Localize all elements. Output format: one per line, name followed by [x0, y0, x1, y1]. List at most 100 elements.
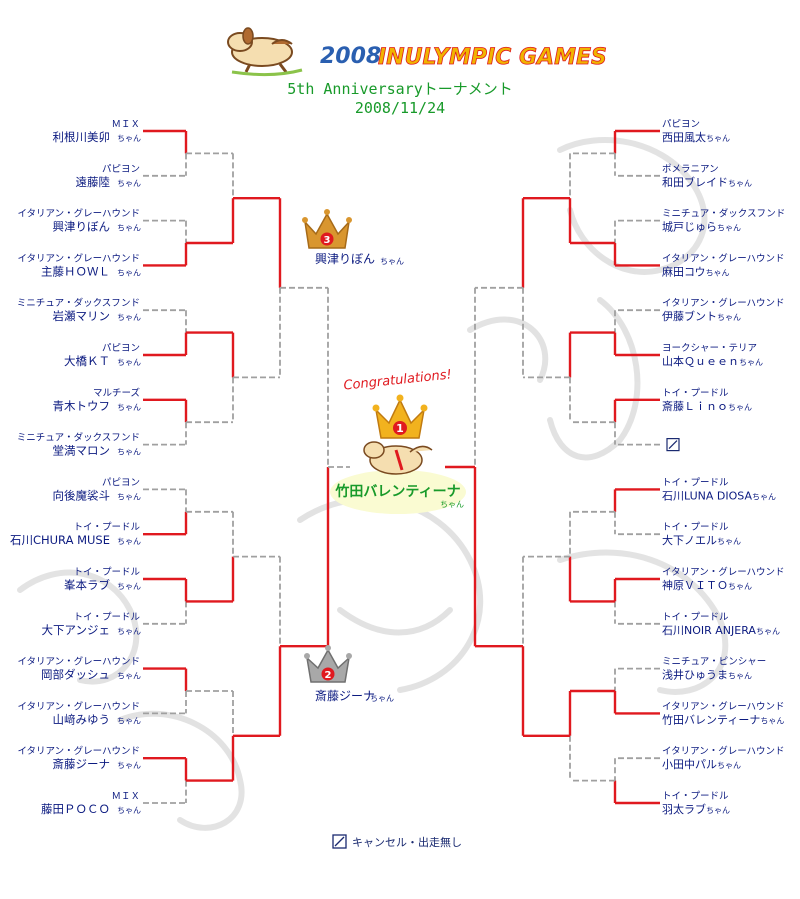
logo: 2008 INULYMPIC GAMES: [227, 27, 607, 77]
right-entrant-breed-7: トイ・プードル: [662, 388, 729, 399]
champion-dog-icon: [363, 441, 433, 475]
right-entrant-breed-12: トイ・プードル: [662, 612, 729, 623]
left-entrant-breed-14: イタリアン・グレーハウンド: [17, 700, 140, 712]
right-entrant-suffix-7: ちゃん: [728, 403, 752, 412]
right-entrant-breed-9: トイ・プードル: [662, 477, 729, 488]
left-entrant-name-16: 藤田ＰＯＣＯ: [41, 802, 110, 816]
left-entrant-suffix-1: ちゃん: [117, 134, 141, 143]
right-entrant-name-text-10: 大下ノエル: [662, 533, 717, 547]
right-entrant-suffix-11: ちゃん: [728, 582, 752, 591]
right-entrant-suffix-15: ちゃん: [717, 761, 741, 770]
left-entrant-breed-5: ミニチュア・ダックスフンド: [17, 297, 140, 309]
right-entrant-name-5: 伊藤ブントちゃん: [662, 309, 741, 323]
left-entrant-name-14: 山﨑みゆう: [53, 712, 111, 726]
right-entrant-suffix-5: ちゃん: [717, 313, 741, 322]
right-entrant-name-text-3: 城戸じゅら: [662, 221, 717, 234]
left-entrant-name-8: 堂満マロン: [53, 444, 111, 458]
right-entrant-name-15: 小田中パルちゃん: [662, 758, 741, 771]
dog-logo-icon: [227, 27, 303, 77]
right-entrant-name-14: 竹田バレンティーナちゃん: [662, 712, 784, 726]
cancel-box-icon: [666, 438, 680, 452]
gold-crown-icon: [372, 394, 428, 439]
right-entrant-name-text-1: 西田風太: [662, 131, 706, 144]
right-entrant-name-16: 羽太ラブちゃん: [662, 802, 730, 816]
right-entrant-suffix-3: ちゃん: [717, 224, 741, 233]
left-entrant-suffix-11: ちゃん: [117, 582, 141, 591]
right-entrant-suffix-10: ちゃん: [717, 537, 741, 546]
left-entrant-breed-12: トイ・プードル: [73, 612, 140, 623]
left-entrant-name-10: 石川CHURA MUSE: [10, 533, 110, 547]
third-rank-number: 3: [324, 235, 331, 246]
second-place-suffix: ちゃん: [370, 694, 394, 703]
left-entrant-breed-10: トイ・プードル: [73, 522, 140, 533]
third-place-suffix: ちゃん: [380, 257, 404, 266]
right-entrant-suffix-9: ちゃん: [752, 492, 776, 501]
left-entrant-breed-16: ＭＩＸ: [111, 791, 140, 802]
legend: キャンセル・出走無し: [332, 834, 462, 849]
right-entrant-breed-15: イタリアン・グレーハウンド: [662, 745, 785, 757]
left-entrant-suffix-7: ちゃん: [117, 403, 141, 412]
left-entrant-name-9: 向後魔裟斗: [53, 488, 111, 502]
left-entrant-suffix-12: ちゃん: [117, 627, 141, 636]
left-entrant-suffix-14: ちゃん: [117, 716, 141, 725]
left-entrant-name-4: 主藤ＨＯＷＬ: [41, 264, 110, 278]
right-entrant-breed-6: ヨークシャー・テリア: [662, 343, 757, 354]
left-entrant-suffix-6: ちゃん: [117, 358, 141, 367]
left-entrant-name-5: 岩瀬マリン: [53, 309, 111, 323]
left-entrant-suffix-13: ちゃん: [117, 672, 141, 681]
right-entrant-name-text-11: 神原ＶＩＴＯ: [662, 578, 728, 592]
right-entrant-breed-10: トイ・プードル: [662, 522, 729, 533]
right-entrant-suffix-12: ちゃん: [756, 627, 780, 636]
right-entrant-suffix-4: ちゃん: [706, 268, 730, 277]
champion-glow: [330, 470, 466, 514]
right-entrant-breed-13: ミニチュア・ピンシャー: [662, 657, 766, 668]
right-entrant-name-13: 浅井ひゅうまちゃん: [662, 668, 752, 682]
left-entrant-breed-2: パピヨン: [102, 164, 140, 175]
left-entrant-name-11: 峯本ラブ: [64, 578, 110, 592]
right-entrant-name-text-5: 伊藤ブント: [662, 309, 717, 323]
left-entrant-name-13: 岡部ダッシュ: [41, 668, 110, 682]
left-entrant-breed-15: イタリアン・グレーハウンド: [17, 745, 140, 757]
champion-rank-number: 1: [396, 422, 404, 435]
left-entrant-suffix-9: ちゃん: [117, 492, 141, 501]
left-entrant-breed-3: イタリアン・グレーハウンド: [17, 208, 140, 220]
right-entrant-breed-16: トイ・プードル: [662, 791, 729, 802]
right-entrant-breed-1: パピヨン: [662, 119, 700, 130]
left-entrant-suffix-16: ちゃん: [117, 806, 141, 815]
right-entrant-name-text-13: 浅井ひゅうま: [662, 668, 728, 682]
right-entrant-name-1: 西田風太ちゃん: [662, 131, 730, 144]
left-entrant-name-3: 興津りぼん: [53, 220, 111, 234]
left-entrant-breed-11: トイ・プードル: [73, 567, 140, 578]
right-entrant-name-text-7: 斎藤Ｌｉｎｏ: [662, 399, 728, 413]
bracket-lines: [143, 129, 660, 805]
right-entrant-suffix-1: ちゃん: [706, 134, 730, 143]
right-entrant-breed-14: イタリアン・グレーハウンド: [662, 700, 785, 712]
right-entrant-suffix-6: ちゃん: [739, 358, 763, 367]
right-entrant-name-text-4: 麻田コウ: [662, 264, 706, 278]
right-entrant-name-text-2: 和田ブレイド: [662, 175, 728, 189]
right-entrant-name-text-9: 石川LUNA DIOSA: [662, 489, 752, 502]
left-entrant-suffix-2: ちゃん: [117, 179, 141, 188]
right-entrant-breed-5: イタリアン・グレーハウンド: [662, 297, 785, 309]
right-entrant-breed-2: ポメラニアン: [662, 164, 719, 175]
right-entrant-breed-3: ミニチュア・ダックスフンド: [662, 208, 785, 220]
right-entrant-name-text-15: 小田中パル: [662, 758, 717, 771]
left-entrant-suffix-4: ちゃん: [117, 268, 141, 277]
right-entrant-name-9: 石川LUNA DIOSAちゃん: [662, 489, 776, 502]
left-entrant-breed-9: パピヨン: [102, 477, 140, 488]
left-entrant-breed-4: イタリアン・グレーハウンド: [17, 252, 140, 264]
right-entrant-breed-11: イタリアン・グレーハウンド: [662, 566, 785, 578]
right-entrant-name-3: 城戸じゅらちゃん: [662, 221, 741, 234]
third-place-name: 興津りぼん: [315, 252, 375, 266]
champion-suffix: ちゃん: [440, 500, 464, 509]
right-entrant-name-text-16: 羽太ラブ: [662, 802, 706, 816]
right-entrant-name-11: 神原ＶＩＴＯちゃん: [662, 578, 752, 592]
left-entrant-suffix-5: ちゃん: [117, 313, 141, 322]
bronze-crown-icon: [302, 209, 352, 249]
right-entrant-suffix-2: ちゃん: [728, 179, 752, 188]
logo-games-title: INULYMPIC GAMES: [378, 45, 607, 70]
left-entrant-breed-8: ミニチュア・ダックスフンド: [17, 432, 140, 444]
left-entrant-suffix-15: ちゃん: [117, 761, 141, 770]
left-entrant-name-6: 大橋ＫＴ: [64, 354, 110, 368]
